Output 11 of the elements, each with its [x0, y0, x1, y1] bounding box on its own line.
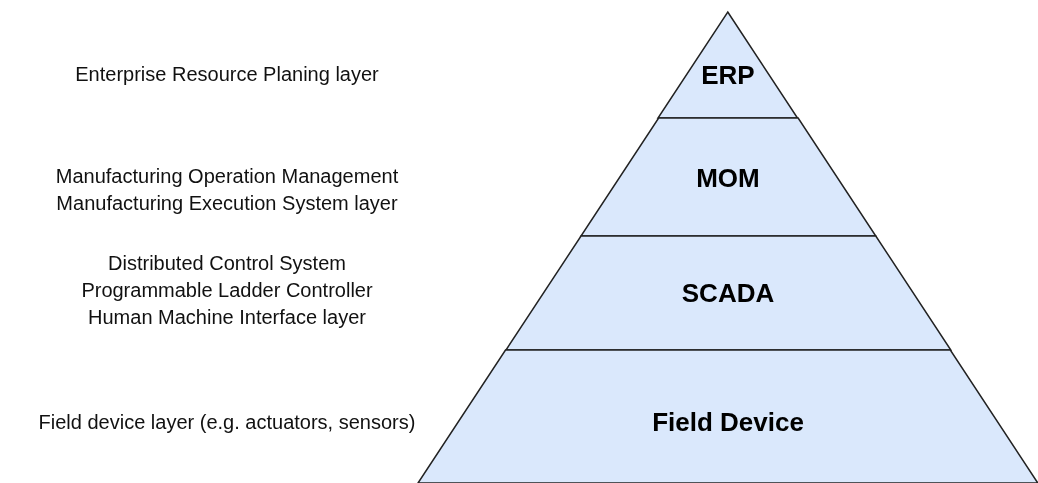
layer-title: MOM — [695, 163, 761, 194]
layer-description: Field device layer (e.g. actuators, sensors) — [37, 409, 417, 435]
layer-description: Manufacturing Execution System layer — [55, 191, 399, 216]
layer-description: Enterprise Resource Planing layer — [74, 62, 380, 87]
layer-description: Manufacturing Operation Management — [54, 164, 400, 189]
layer-title: ERP — [700, 60, 756, 91]
layer-description: Programmable Ladder Controller — [80, 277, 374, 303]
layer-title: SCADA — [680, 278, 776, 309]
layer-description: Distributed Control System — [107, 250, 347, 276]
layer-title: Field Device — [651, 407, 805, 438]
layer-description: Human Machine Interface layer — [87, 304, 367, 330]
